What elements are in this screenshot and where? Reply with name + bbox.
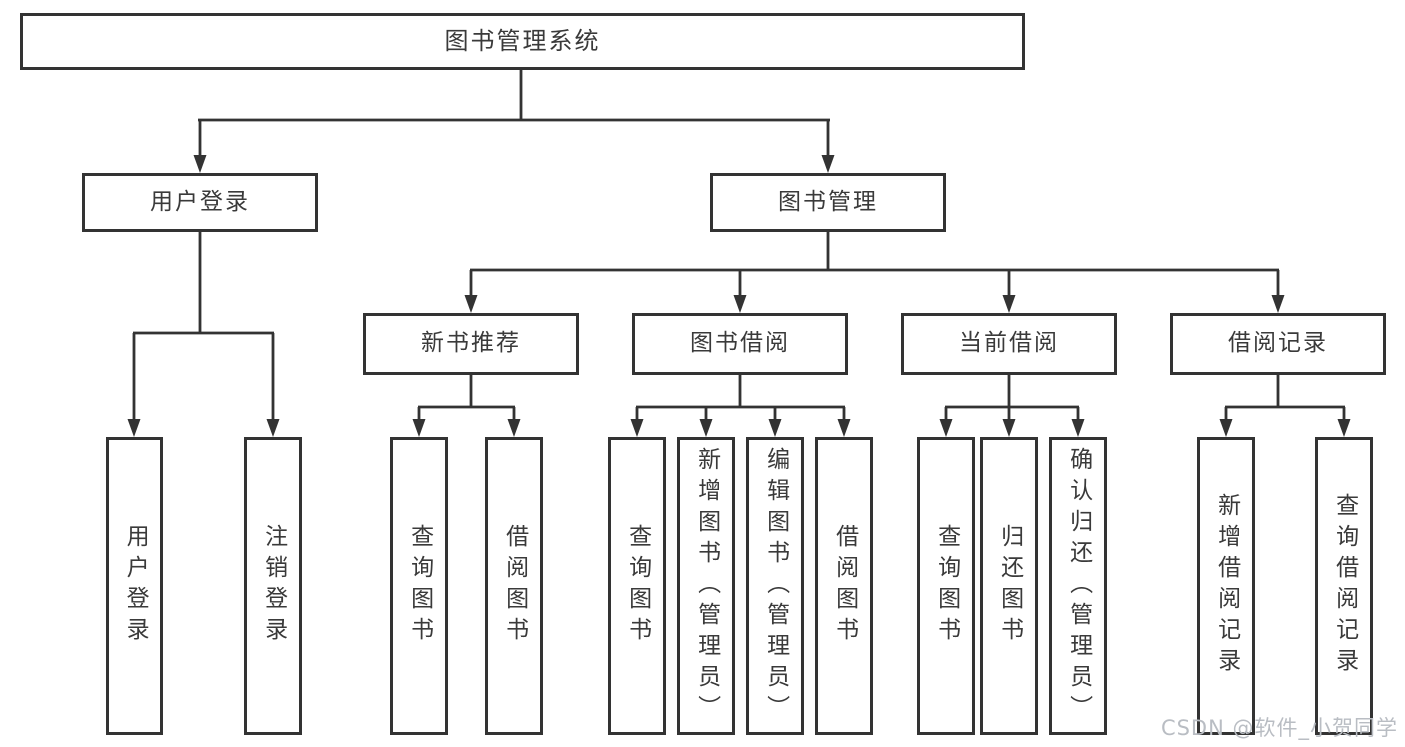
connector-book-management-to-level3 xyxy=(469,232,1280,297)
connector-book-borrow-to-leaves xyxy=(635,375,846,421)
leaf-query-books-borrow: 查询图书 xyxy=(608,437,666,735)
node-root-system: 图书管理系统 xyxy=(20,13,1025,70)
leaf-add-book-admin: 新增图书（管理员） xyxy=(677,437,735,735)
connector-root-to-level2 xyxy=(198,70,830,157)
connector-new-book-to-leaves xyxy=(417,375,516,421)
node-book-management-branch: 图书管理 xyxy=(710,173,946,232)
leaf-confirm-return-admin: 确认归还（管理员） xyxy=(1049,437,1107,735)
connector-current-borrow-to-leaves xyxy=(944,375,1080,421)
leaf-add-borrow-record: 新增借阅记录 xyxy=(1197,437,1255,735)
node-current-borrow: 当前借阅 xyxy=(901,313,1117,375)
leaf-query-books-current: 查询图书 xyxy=(917,437,975,735)
leaf-return-books: 归还图书 xyxy=(980,437,1038,735)
leaf-user-login: 用户登录 xyxy=(106,437,163,735)
leaf-logout: 注销登录 xyxy=(244,437,302,735)
leaf-edit-book-admin: 编辑图书（管理员） xyxy=(746,437,804,735)
leaf-borrow-books-recommend: 借阅图书 xyxy=(485,437,543,735)
arrowheads xyxy=(127,155,1351,437)
leaf-query-borrow-record: 查询借阅记录 xyxy=(1315,437,1373,735)
connector-user-login-to-leaves xyxy=(132,232,275,421)
node-borrow-records: 借阅记录 xyxy=(1170,313,1386,375)
node-new-book-recommend: 新书推荐 xyxy=(363,313,579,375)
node-user-login-branch: 用户登录 xyxy=(82,173,318,232)
leaf-borrow-books-borrow: 借阅图书 xyxy=(815,437,873,735)
leaf-query-books-recommend: 查询图书 xyxy=(390,437,448,735)
connector-borrow-records-to-leaves xyxy=(1224,375,1346,421)
node-book-borrow: 图书借阅 xyxy=(632,313,848,375)
